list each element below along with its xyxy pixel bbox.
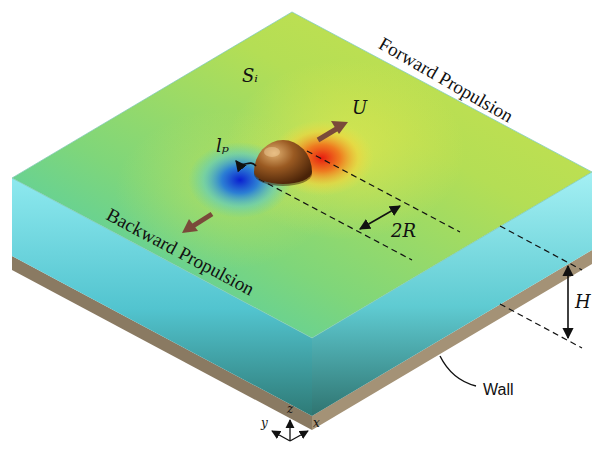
backward-arrow bbox=[182, 214, 212, 233]
dimension-arrow bbox=[567, 266, 569, 338]
guide-line bbox=[500, 226, 582, 270]
axis-triad bbox=[272, 420, 308, 441]
guide-line bbox=[307, 151, 460, 232]
guide-line bbox=[500, 304, 582, 348]
velocity-symbol: U bbox=[352, 98, 367, 118]
length-arrow bbox=[236, 161, 256, 166]
axis-label: x bbox=[313, 417, 320, 430]
surface-symbol: Sᵢ bbox=[242, 66, 258, 86]
axis-label: z bbox=[287, 403, 293, 416]
field-surface bbox=[12, 12, 592, 338]
part-label: Wall bbox=[483, 381, 514, 399]
janus-particle bbox=[254, 140, 312, 186]
axis-label: y bbox=[261, 417, 268, 430]
length-symbol: lₚ bbox=[216, 136, 229, 156]
dimension-label: 2R bbox=[391, 221, 416, 241]
dimension-label: H bbox=[575, 292, 591, 312]
leader-line bbox=[440, 356, 476, 386]
velocity-arrow bbox=[318, 121, 348, 140]
guide-line bbox=[259, 179, 412, 260]
